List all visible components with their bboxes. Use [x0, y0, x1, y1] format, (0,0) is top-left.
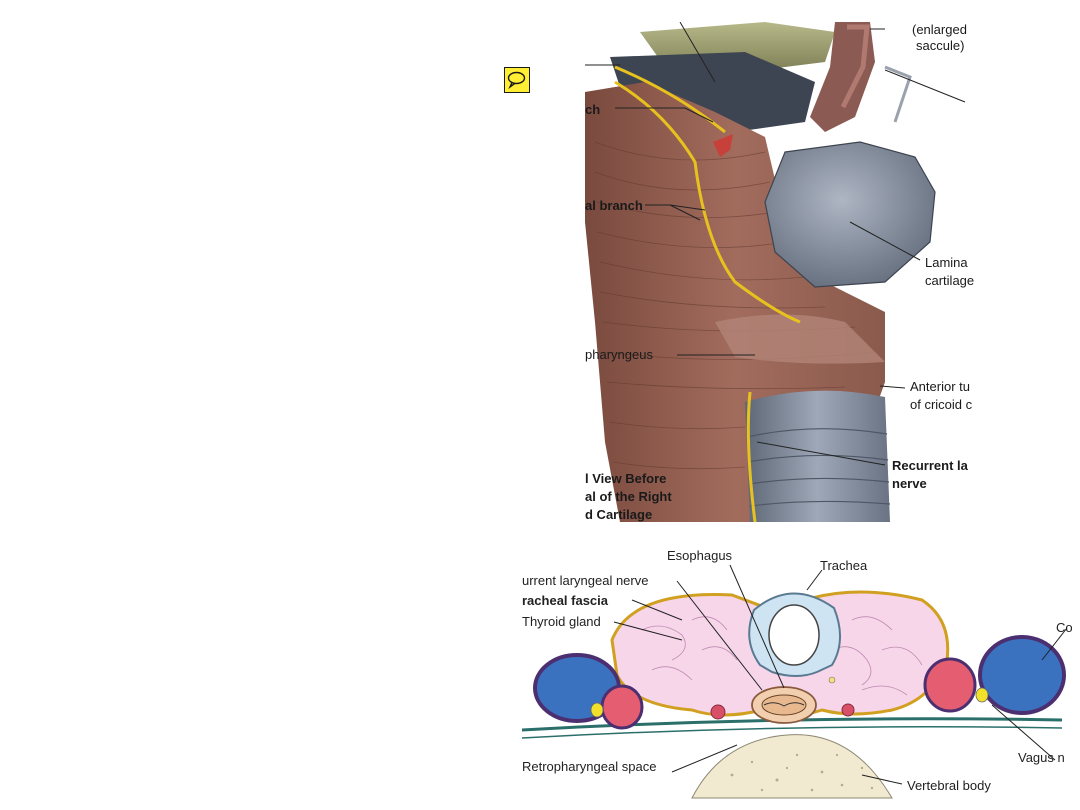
tracheal-rings [746, 428, 891, 507]
right-internal-jugular-vein [978, 635, 1066, 715]
trachea-lumen [768, 604, 820, 666]
right-vagus-nerve [975, 687, 989, 703]
label-branch-2: al branch [585, 198, 643, 213]
label-vagus: Vagus n [1018, 750, 1065, 765]
thyroid-cartilage-lamina [764, 141, 936, 288]
left-common-carotid [600, 684, 644, 730]
label-esophagus: Esophagus [667, 548, 733, 563]
label-pharyngeus: pharyngeus [585, 347, 653, 362]
label-anterior-1: Anterior tu [910, 379, 970, 394]
label-branch-1: ch [585, 102, 600, 117]
thyrohyoid-membrane [610, 52, 815, 132]
thyroid-lobules [641, 616, 923, 696]
trachea [745, 390, 890, 522]
comment-icon[interactable] [504, 67, 530, 93]
vertebral-body [691, 734, 893, 799]
right-common-carotid [923, 657, 977, 713]
label-carotid: Co [1056, 620, 1072, 635]
label-saccule-2: saccule) [916, 38, 964, 53]
cricopharyngeus-fold [715, 314, 885, 364]
larynx-lateral-view-figure: (enlarged saccule) ch al branch Lamina c… [585, 22, 974, 522]
label-recurrent-2: nerve [892, 476, 927, 491]
leader-lines [585, 22, 966, 466]
vertebral-stipple [730, 753, 874, 792]
label-retropharyngeal: Retropharyngeal space [522, 759, 656, 774]
inferior-thyroid-artery [710, 704, 726, 720]
label-anterior-2: of cricoid c [910, 397, 973, 412]
label-thyroid-gland: Thyroid gland [522, 614, 601, 629]
label-recurrent-1: Recurrent la [892, 458, 969, 473]
left-vagus-nerve [590, 702, 604, 718]
leader-lines-bottom [613, 564, 1068, 785]
caption-line-2: al of the Right [585, 489, 672, 504]
label-vertebral-body: Vertebral body [907, 778, 991, 793]
neck-cross-section-figure: Esophagus Trachea urrent laryngeal nerve… [522, 548, 1072, 799]
label-tracheal-fascia: racheal fascia [522, 593, 609, 608]
label-recurrent-nerve: urrent laryngeal nerve [522, 573, 648, 588]
label-lamina-1: Lamina [925, 255, 968, 270]
label-lamina-2: cartilage [925, 273, 974, 288]
laryngeal-nerves [614, 65, 801, 522]
retractor-hook [884, 65, 912, 123]
caption-line-3: d Cartilage [585, 507, 652, 522]
speech-bubble-icon [507, 71, 526, 90]
saccule [810, 22, 875, 132]
label-saccule-1: (enlarged [912, 22, 967, 37]
retropharyngeal-line [522, 726, 1063, 739]
label-trachea: Trachea [820, 558, 868, 573]
caption-line-1: l View Before [585, 471, 666, 486]
superior-laryngeal-artery [713, 134, 733, 157]
